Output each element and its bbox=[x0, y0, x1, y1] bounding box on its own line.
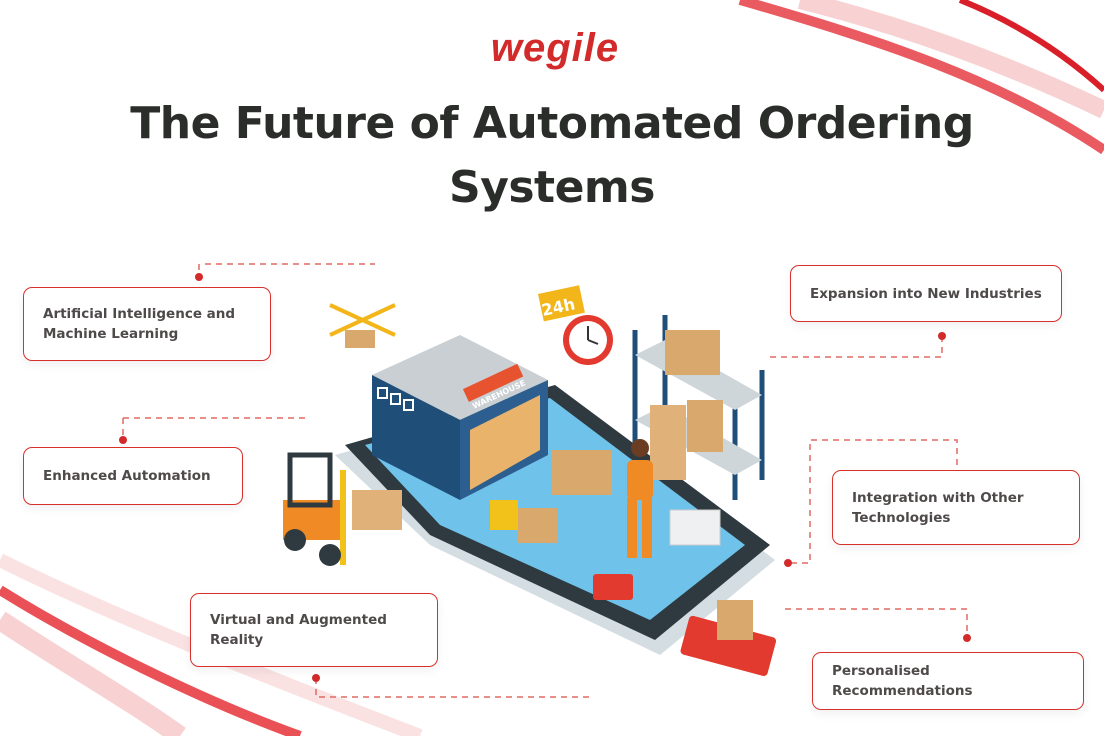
connector-lines bbox=[122, 263, 968, 698]
feature-new-industries: Expansion into New Industries bbox=[790, 265, 1062, 322]
feature-ai-ml: Artificial Intelligence and Machine Lear… bbox=[23, 287, 271, 361]
connector-dots bbox=[119, 273, 971, 682]
red-swoosh-top-right bbox=[738, 0, 1104, 155]
boxes-illustration bbox=[490, 450, 777, 677]
worker-illustration bbox=[627, 439, 653, 558]
wegile-logo: wegile bbox=[490, 26, 620, 70]
warehouse-illustration: WAREHOUSE bbox=[372, 335, 548, 500]
page-title: The Future of Automated Ordering Systems bbox=[0, 92, 1104, 220]
title-line-2: Systems bbox=[449, 162, 655, 213]
feature-vr-ar: Virtual and Augmented Reality bbox=[190, 593, 438, 667]
title-line-1: The Future of Automated Ordering bbox=[130, 98, 974, 149]
feature-integration: Integration with Other Technologies bbox=[832, 470, 1080, 545]
forklift-illustration bbox=[283, 452, 402, 566]
shelf-illustration bbox=[632, 315, 765, 500]
drone-icon bbox=[329, 303, 396, 348]
feature-personalised-recommendations: Personalised Recommendations bbox=[812, 652, 1084, 710]
feature-enhanced-automation: Enhanced Automation bbox=[23, 447, 243, 505]
clock-24h-icon: 24h bbox=[538, 285, 613, 365]
